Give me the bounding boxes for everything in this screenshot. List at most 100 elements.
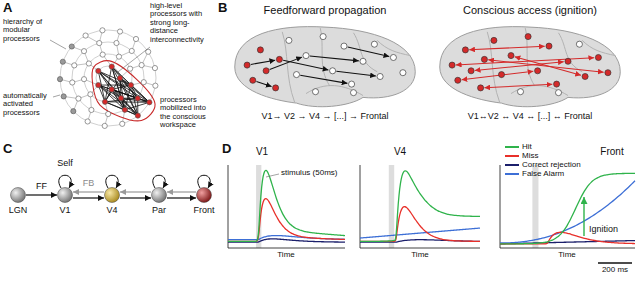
area-dot	[273, 85, 279, 91]
processor-dot	[129, 48, 134, 53]
loop-label: Self	[57, 158, 73, 168]
processor-dot	[57, 77, 62, 82]
legend: HitMissCorrect rejectionFalse Alarm	[505, 142, 581, 178]
area-dot	[349, 81, 355, 87]
plot-title: Front	[600, 146, 623, 157]
long-distance-link	[105, 101, 149, 102]
processor-dot	[152, 65, 157, 70]
response-curve	[360, 171, 480, 242]
legend-text: False Alarm	[522, 169, 564, 178]
processor-dot	[89, 107, 94, 112]
processor-dot	[97, 40, 102, 45]
panel-letter: C	[3, 142, 12, 157]
processor-dot	[60, 59, 65, 64]
brain-outline	[235, 27, 416, 107]
sulcus	[559, 33, 583, 72]
sulcus	[377, 40, 410, 55]
node-circle	[57, 187, 73, 203]
connector	[167, 197, 196, 198]
propagation-arrow	[251, 60, 275, 64]
brain-illustration	[235, 27, 416, 107]
legend-text: Miss	[522, 151, 538, 160]
area-dot	[377, 73, 383, 79]
processor-dot	[88, 92, 93, 97]
workspace-outline	[92, 61, 155, 121]
processor-dot	[96, 82, 101, 87]
panel-title: Conscious access (ignition)	[463, 4, 597, 16]
area-dot	[565, 58, 571, 64]
ignition-arrow	[583, 197, 584, 236]
processor-dot	[81, 49, 86, 54]
processor-dot	[86, 61, 91, 66]
long-distance-link	[105, 67, 112, 102]
long-distance-link	[98, 71, 125, 110]
legend-row: False Alarm	[505, 169, 581, 178]
processor-dot	[117, 29, 122, 34]
node-label: LGN	[9, 205, 28, 215]
area-dot	[517, 89, 523, 95]
annotation: processors mobilized into the conscious …	[160, 96, 216, 130]
long-distance-link	[112, 67, 138, 99]
legend-text: Hit	[522, 142, 532, 151]
axis-label: Time	[558, 251, 575, 260]
processor-dot	[147, 100, 152, 105]
brain-outline	[440, 27, 621, 107]
sulcus	[511, 86, 568, 96]
area-dot	[276, 56, 282, 62]
long-distance-link	[98, 85, 131, 86]
annotation: Ignition	[589, 224, 618, 234]
axis-label: Time	[277, 251, 294, 260]
long-distance-link	[125, 85, 131, 110]
axis-label: Time	[411, 251, 428, 260]
axis	[360, 165, 480, 248]
area-dot	[371, 41, 377, 47]
area-dot	[525, 34, 531, 40]
connector	[120, 191, 151, 192]
processor-dot	[128, 82, 133, 87]
processor-dot	[100, 28, 105, 33]
area-dot	[468, 68, 474, 74]
area-node: V1	[57, 187, 73, 203]
area-node: Front	[196, 187, 212, 203]
processor-dot	[100, 52, 105, 57]
area-dot	[400, 70, 406, 76]
area-dot	[303, 53, 309, 59]
legend-swatch	[505, 155, 519, 157]
processor-dot	[70, 80, 75, 85]
processor-dot	[76, 96, 81, 101]
node-label: V4	[106, 205, 117, 215]
response-plot	[500, 165, 635, 248]
response-curve	[500, 173, 635, 243]
area-dot	[555, 90, 561, 96]
area-dot	[350, 90, 356, 96]
area-node: Par	[151, 187, 167, 203]
leader-line	[50, 40, 66, 49]
processor-dot	[109, 87, 114, 92]
connector	[26, 194, 57, 195]
propagation-arrow	[488, 60, 603, 72]
processor-dot	[122, 107, 127, 112]
axis	[228, 165, 345, 248]
annotation: high-level processors with strong long-d…	[150, 2, 216, 44]
area-dot	[390, 54, 396, 60]
node-circle	[151, 187, 167, 203]
area-dot	[478, 85, 484, 91]
processor-dot	[106, 111, 111, 116]
self-loop	[106, 175, 118, 188]
self-loop	[198, 175, 210, 188]
area-dot	[286, 37, 292, 43]
node-disc	[58, 188, 73, 203]
node-label: Par	[152, 205, 166, 215]
long-distance-link	[125, 102, 150, 110]
processor-dot	[116, 54, 121, 59]
area-dot	[312, 89, 318, 95]
processor-dot	[135, 113, 140, 118]
propagation-arrow	[336, 71, 375, 76]
propagation-arrow	[348, 47, 390, 57]
legend-swatch	[505, 164, 519, 166]
leader-line	[266, 174, 279, 177]
annotation: hierarchy of modular processors	[3, 18, 59, 43]
legend-row: Correct rejection	[505, 160, 581, 169]
